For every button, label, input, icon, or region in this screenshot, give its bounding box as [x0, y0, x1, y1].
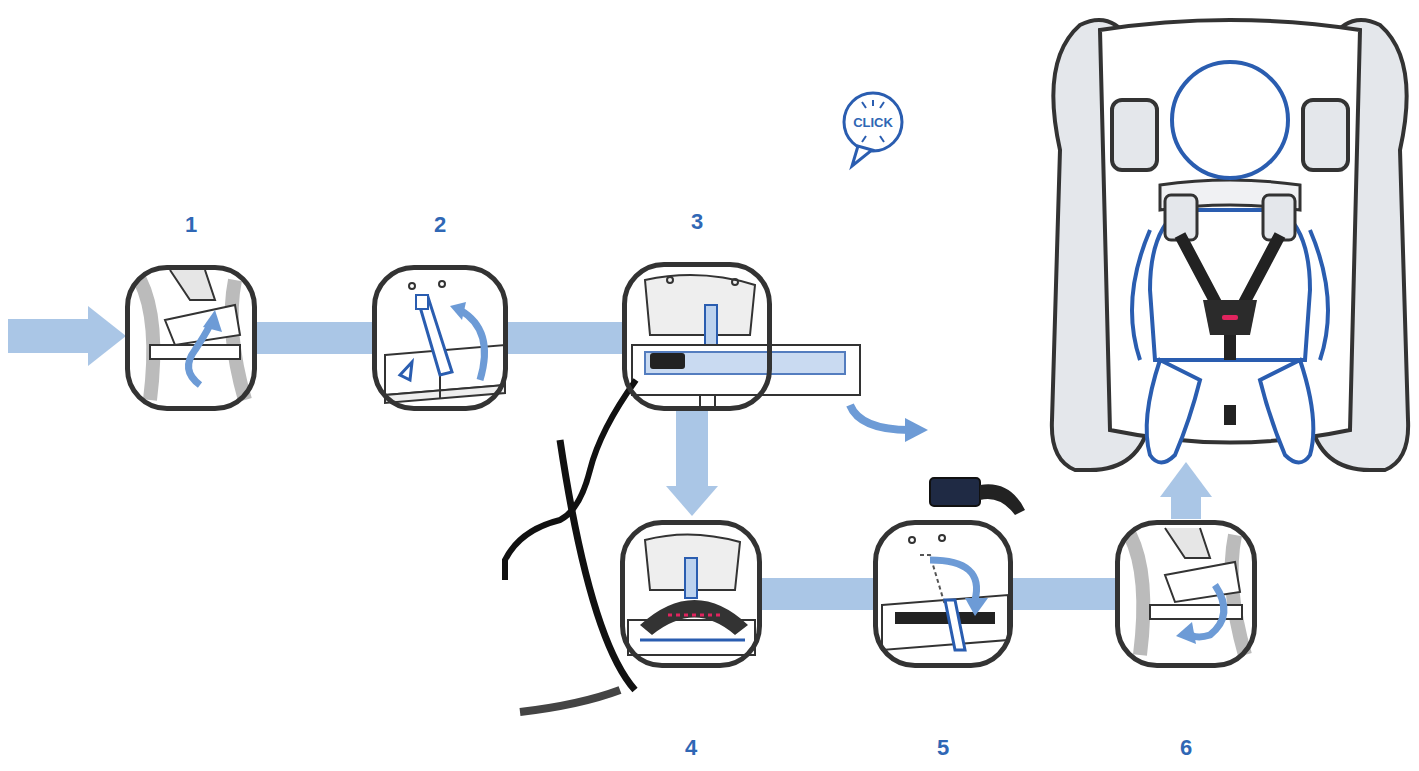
step-number: 6	[1120, 735, 1252, 761]
flow-connector	[508, 338, 622, 339]
step-number: 3	[627, 209, 767, 235]
step-panel: 3	[622, 262, 772, 411]
panel-2-art	[385, 281, 505, 403]
step-panel: 5	[873, 520, 1013, 668]
step-panel: 1	[125, 265, 257, 411]
panel-4-art	[628, 534, 755, 655]
step-number: 5	[878, 735, 1008, 761]
step-panel: 6	[1115, 520, 1257, 668]
flow-connector	[762, 594, 873, 595]
flow-connector	[1013, 594, 1115, 595]
panel-5-art	[882, 535, 1008, 650]
step-panel: 2	[372, 265, 508, 411]
entry-arrow	[8, 319, 90, 353]
click-bubble-tail	[852, 146, 872, 166]
flow-connector	[257, 338, 372, 339]
seat-belt	[505, 380, 636, 580]
buckle	[930, 478, 1025, 515]
sound-label: CLICK	[853, 115, 893, 130]
step-panel: 4	[620, 520, 762, 668]
up-arrow-head	[1160, 462, 1212, 497]
panel-1-art	[140, 270, 245, 400]
step-number: 1	[130, 212, 252, 238]
panel-6-art	[1130, 528, 1245, 655]
click-bubble	[844, 93, 902, 151]
seat-belt	[520, 690, 620, 712]
up-arrow	[1171, 495, 1201, 519]
flow-connector	[666, 411, 718, 516]
entry-arrow-head	[88, 306, 126, 366]
step-number: 4	[625, 735, 757, 761]
car-seat-figure	[1052, 20, 1408, 470]
step-number: 2	[377, 212, 503, 238]
